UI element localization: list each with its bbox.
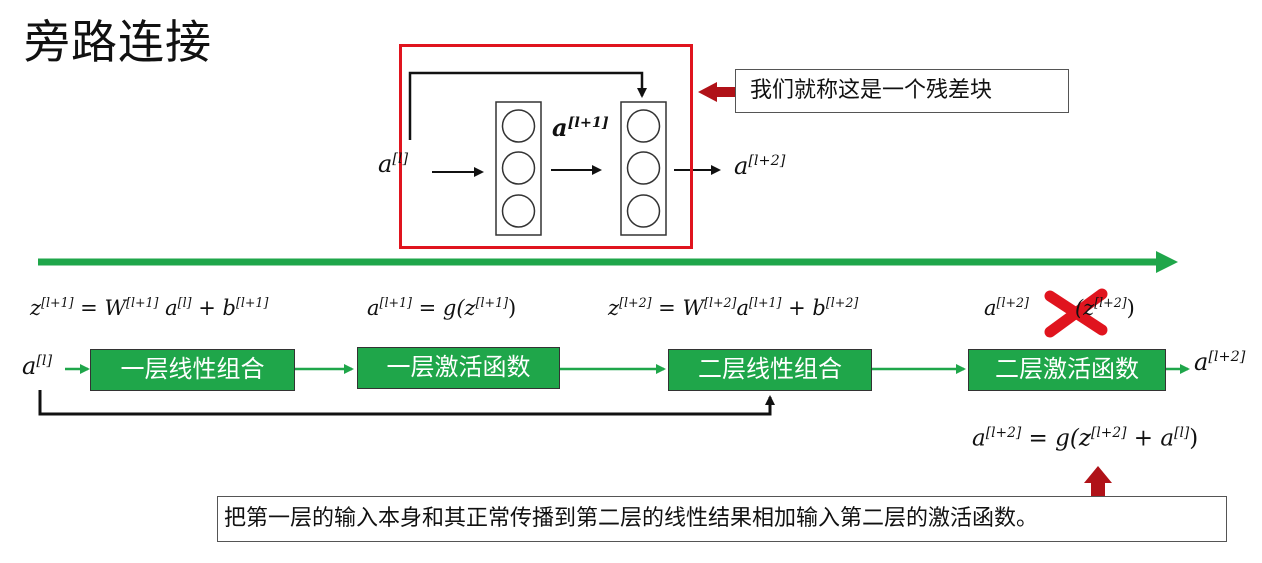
flow-output-label: a[l+2] <box>1194 348 1246 376</box>
page-title: 旁路连接 <box>24 15 212 69</box>
residual-block-highlight <box>399 44 693 249</box>
step-layer1-activation: 一层激活函数 <box>357 347 560 389</box>
step-layer1-linear: 一层线性组合 <box>90 349 295 391</box>
step-layer2-linear: 二层线性组合 <box>668 349 872 391</box>
block-mid-label: a[l+1] <box>552 113 609 142</box>
layer2-node <box>626 151 661 185</box>
cross-out-icon <box>1044 288 1108 338</box>
equation-z2: z[l+2] = W[l+2]a[l+1] + b[l+2] <box>608 295 859 320</box>
block-input-label: a[l] <box>378 150 409 178</box>
layer1-node <box>501 109 536 143</box>
note-pointer-arrow <box>1084 466 1112 498</box>
equation-a2-residual: a[l+2] = g(z[l+2] + a[l]) <box>972 425 1199 452</box>
equation-a1: a[l+1] = g(z[l+1]) <box>367 295 517 320</box>
layer2-column <box>620 101 667 236</box>
equation-a2-crossed: a[l+2](z[l+2]) <box>984 295 1135 320</box>
layer2-node <box>626 194 661 228</box>
residual-block-callout: 我们就称这是一个残差块 <box>735 69 1069 113</box>
layer1-node <box>501 194 536 228</box>
main-flow-arrowhead <box>1156 251 1178 273</box>
layer1-column <box>495 101 542 236</box>
explanation-note: 把第一层的输入本身和其正常传播到第二层的线性结果相加输入第二层的激活函数。 <box>217 496 1227 542</box>
skip-connection-top <box>408 71 647 140</box>
skip-connection-bottom <box>38 390 775 416</box>
equation-z1: z[l+1] = W[l+1] a[l] + b[l+1] <box>30 295 269 320</box>
step-layer2-activation: 二层激活函数 <box>968 349 1166 391</box>
flow-input-label: a[l] <box>22 352 53 380</box>
block-output-label: a[l+2] <box>734 152 786 180</box>
callout-pointer-arrow <box>698 82 735 102</box>
layer2-node <box>626 109 661 143</box>
layer1-node <box>501 151 536 185</box>
